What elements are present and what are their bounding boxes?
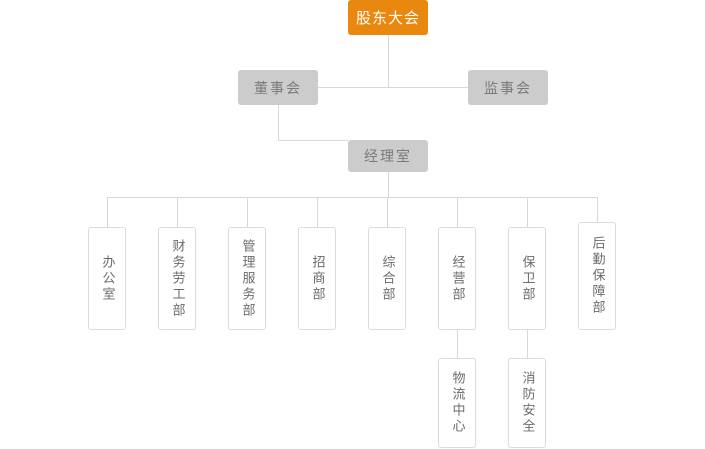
node-label: 经理室 <box>364 149 412 165</box>
node-department-logistics-support[interactable]: 后勤保障部 <box>578 222 616 330</box>
node-label: 消防安全 <box>519 371 535 435</box>
node-label: 后勤保障部 <box>589 236 605 316</box>
connector-drop-dept-6 <box>457 197 458 227</box>
connector-level2-bus <box>318 87 468 88</box>
node-department-finance-labor[interactable]: 财务劳工部 <box>158 227 196 330</box>
connector-drop-dept-2 <box>177 197 178 227</box>
node-subdepartment-fire-safety[interactable]: 消防安全 <box>508 358 546 448</box>
connector-root-stem <box>388 35 389 87</box>
node-label: 管理服务部 <box>239 238 255 319</box>
connector-drop-dept-7 <box>527 197 528 227</box>
node-label: 董事会 <box>254 80 302 97</box>
connector-department-bus <box>107 197 597 198</box>
connector-drop-sub-1 <box>457 330 458 358</box>
node-department-management-service[interactable]: 管理服务部 <box>228 227 266 330</box>
connector-drop-dept-1 <box>107 197 108 227</box>
node-department-investment[interactable]: 招商部 <box>298 227 336 330</box>
connector-drop-dept-8 <box>597 197 598 222</box>
node-shareholders-meeting[interactable]: 股东大会 <box>348 0 428 35</box>
node-department-security[interactable]: 保卫部 <box>508 227 546 330</box>
node-label: 招商部 <box>309 254 325 303</box>
node-label: 办公室 <box>99 254 115 303</box>
connector-drop-dept-3 <box>247 197 248 227</box>
connector-board-down <box>278 105 279 141</box>
node-label: 经营部 <box>449 254 465 303</box>
node-label: 综合部 <box>379 254 395 303</box>
connector-board-elbow <box>278 140 348 141</box>
node-subdepartment-logistics-center[interactable]: 物流中心 <box>438 358 476 448</box>
connector-drop-dept-4 <box>317 197 318 227</box>
connector-manager-stem <box>388 172 389 197</box>
node-label: 股东大会 <box>355 9 420 27</box>
node-label: 物流中心 <box>449 371 465 435</box>
node-manager-office[interactable]: 经理室 <box>348 140 428 172</box>
node-board-of-supervisors[interactable]: 监事会 <box>468 70 548 105</box>
node-label: 保卫部 <box>519 254 535 303</box>
node-label: 监事会 <box>484 80 532 97</box>
connector-drop-sub-2 <box>527 330 528 358</box>
node-label: 财务劳工部 <box>169 238 185 319</box>
node-department-general[interactable]: 综合部 <box>368 227 406 330</box>
node-department-operations[interactable]: 经营部 <box>438 227 476 330</box>
node-board-of-directors[interactable]: 董事会 <box>238 70 318 105</box>
node-department-office[interactable]: 办公室 <box>88 227 126 330</box>
connector-drop-dept-5 <box>387 197 388 227</box>
